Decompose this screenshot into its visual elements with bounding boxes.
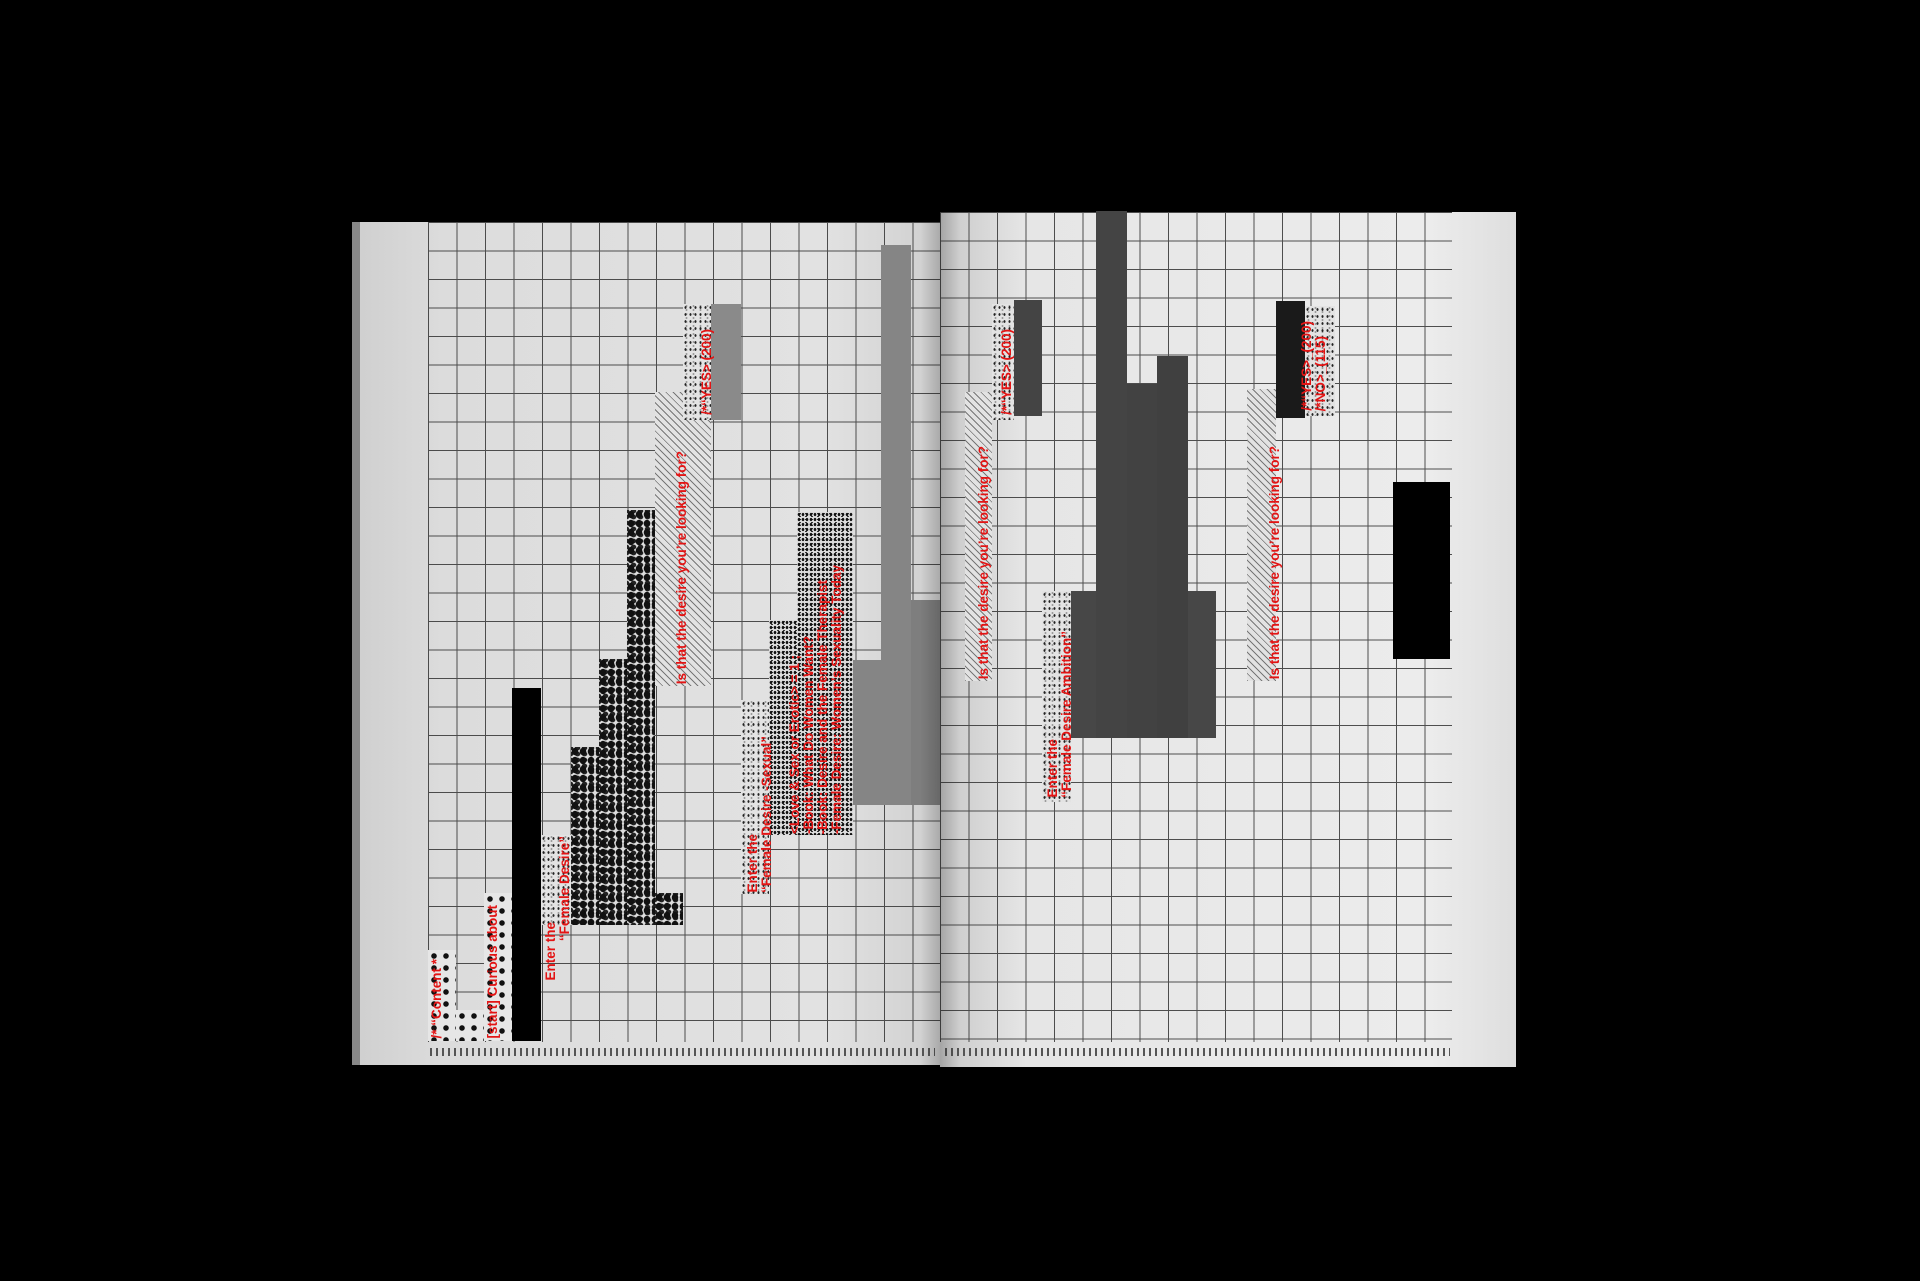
dark-tall-bar (1096, 211, 1127, 738)
enter-title: “Female Desire” (557, 835, 572, 941)
no-label: /*NO>_(115) (1313, 335, 1328, 411)
black-block (1393, 482, 1450, 659)
spine-shadow (920, 212, 960, 1067)
hatch-block (1247, 389, 1276, 681)
black-bar (512, 688, 541, 1041)
speckle-block (769, 620, 797, 835)
leopard-block (655, 893, 683, 925)
enter-title: “Female Desire -Sexual” (759, 736, 774, 893)
content-label: /* “Content * (429, 958, 444, 1039)
left-ruler (430, 1048, 935, 1056)
enter-label: Enter the (745, 834, 760, 893)
list-item: -Book: Desire and the Female Therapist (815, 579, 830, 834)
question-label: Is that the desire you’re looking for? (1267, 445, 1282, 679)
book-edge (352, 222, 360, 1065)
gray-block (911, 600, 940, 805)
enter-title: “Female Desire Ambition” (1059, 631, 1074, 798)
dots-block (428, 950, 456, 1041)
leopard-block (627, 510, 655, 925)
speckle-block (683, 304, 711, 420)
leopard-block (599, 659, 627, 925)
black-block (1276, 301, 1305, 418)
gray-block (711, 304, 741, 420)
speckle-block (1305, 306, 1335, 416)
speckle-block (797, 512, 853, 835)
hatch-block (965, 392, 992, 681)
yes-label: /*“YES>_(200) (1299, 321, 1314, 411)
dots-block (484, 893, 512, 1041)
start-label: [start] Curious about (485, 904, 500, 1039)
list-item: -Book: What Do Women Want? (801, 636, 816, 834)
question-label: Is that the desire you’re looking for? (976, 445, 991, 679)
question-label: Is that the desire you’re looking for? (674, 450, 689, 684)
yes-label: /*“YES> (200) (699, 329, 714, 415)
dark-block (1014, 300, 1042, 416)
dark-block (1127, 384, 1157, 738)
speckle-block (741, 700, 769, 894)
dark-block (1157, 356, 1188, 738)
speckle-block (1042, 591, 1071, 802)
yes-label: /*“YES> (200) (999, 329, 1014, 415)
list-item: <Love & Sex or Erotic> = 1 ; (787, 655, 802, 834)
enter-label: Enter the (543, 922, 558, 981)
speckle-block (992, 304, 1014, 420)
enter-label: Enter the (1045, 739, 1060, 798)
hatch-block (655, 392, 711, 686)
dots-block (456, 1010, 484, 1041)
leopard-block (571, 747, 599, 925)
speckle-block (541, 835, 571, 925)
right-ruler (945, 1048, 1450, 1056)
list-item: -Female Desire: Women’s Sexuality Today (829, 564, 844, 834)
